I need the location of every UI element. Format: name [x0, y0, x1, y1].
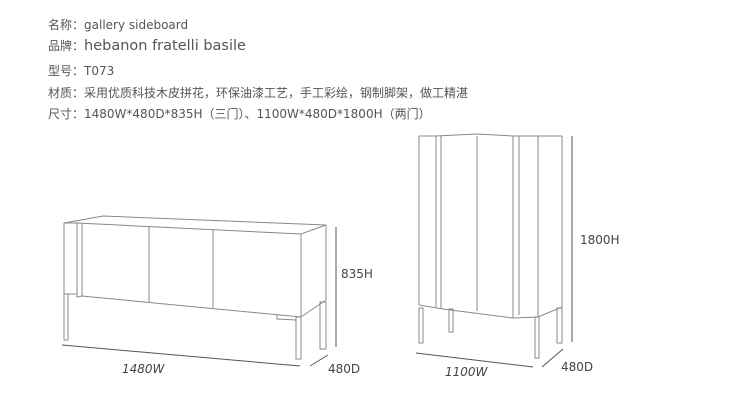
spec-value: 1480W*480D*835H（三门）、1100W*480D*1800H（两门） [84, 107, 431, 121]
spec-value: hebanon fratelli basile [84, 38, 246, 54]
cabinet-drawing [415, 133, 573, 368]
spec-name: 名称：gallery sideboard [48, 16, 188, 33]
spec-label: 型号： [48, 64, 85, 78]
sideboard-height-label: 835H [341, 267, 373, 281]
spec-label: 品牌： [48, 39, 85, 53]
spec-value: 采用优质科技木皮拼花，环保油漆工艺，手工彩绘，钢制脚架，做工精湛 [84, 86, 469, 100]
cabinet-width-label: 1100W [445, 365, 488, 379]
spec-material: 材质：采用优质科技木皮拼花，环保油漆工艺，手工彩绘，钢制脚架，做工精湛 [48, 84, 468, 101]
spec-value: gallery sideboard [84, 18, 189, 32]
spec-value: T073 [84, 64, 115, 78]
spec-label: 尺寸： [48, 107, 85, 121]
spec-label: 材质： [48, 86, 85, 100]
spec-label: 名称： [48, 18, 85, 32]
cabinet-depth-label: 480D [561, 360, 594, 374]
spec-model: 型号：T073 [48, 62, 114, 79]
sideboard-drawing [61, 215, 337, 367]
cabinet-height-label: 1800H [580, 233, 620, 247]
sideboard-width-label: 1480W [122, 362, 165, 376]
spec-size: 尺寸：1480W*480D*835H（三门）、1100W*480D*1800H（… [48, 105, 431, 122]
sideboard-depth-label: 480D [328, 362, 361, 376]
spec-brand: 品牌：hebanon fratelli basile [48, 37, 246, 54]
